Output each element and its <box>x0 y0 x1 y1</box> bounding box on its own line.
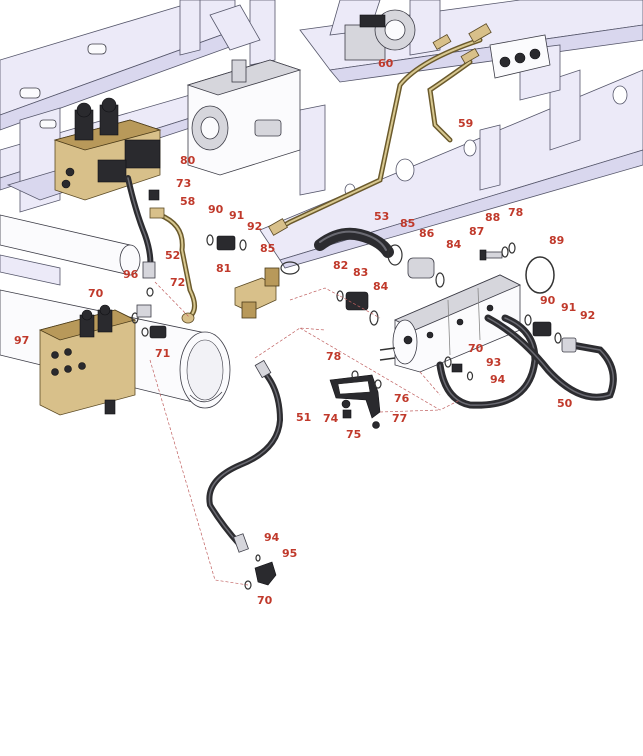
brass-tube-52 <box>149 207 197 324</box>
fittings-70-93-94 <box>444 356 474 381</box>
callout-84: 84 <box>446 238 462 251</box>
callout-75: 75 <box>346 428 361 441</box>
callout-70: 70 <box>88 287 104 300</box>
drive-motor-assembly <box>186 9 416 176</box>
callout-83: 83 <box>353 266 368 279</box>
callout-58: 58 <box>180 195 195 208</box>
callout-81: 81 <box>216 262 231 275</box>
callout-91: 91 <box>229 209 244 222</box>
callout-60: 60 <box>378 57 394 70</box>
callout-94: 94 <box>264 531 280 544</box>
hose-80-to-96 <box>125 175 156 279</box>
callout-90: 90 <box>208 203 224 216</box>
fitting-86 <box>407 257 445 288</box>
fittings-90-91-92-upper <box>206 234 247 251</box>
callouts: 60 59 80 73 58 90 91 92 53 85 86 84 87 8… <box>14 57 595 607</box>
callout-84: 84 <box>373 280 389 293</box>
callout-91: 91 <box>561 301 576 314</box>
callout-87: 87 <box>469 225 484 238</box>
callout-70: 70 <box>257 594 273 607</box>
callout-88: 88 <box>485 211 500 224</box>
fittings-96-72-70-71 <box>131 287 167 339</box>
valve-manifold-right <box>489 34 551 79</box>
callout-77: 77 <box>392 412 407 425</box>
callout-72: 72 <box>170 276 185 289</box>
callout-86: 86 <box>419 227 435 240</box>
callout-51: 51 <box>296 411 311 424</box>
callout-76: 76 <box>394 392 410 405</box>
callout-90: 90 <box>540 294 556 307</box>
valve-block-80 <box>53 97 162 201</box>
callout-78: 78 <box>508 206 523 219</box>
callout-82: 82 <box>333 259 348 272</box>
hose-clamp-85 <box>280 244 403 275</box>
callout-95: 95 <box>282 547 297 560</box>
callout-93: 93 <box>486 356 501 369</box>
brass-tube-60 <box>268 23 492 236</box>
fitting-73 <box>148 189 160 201</box>
callout-78: 78 <box>326 350 341 363</box>
elbow-fitting-81 <box>234 267 280 319</box>
callout-59: 59 <box>458 117 473 130</box>
hose-53 <box>314 227 394 258</box>
hoses-50 <box>436 314 617 409</box>
leader-lines <box>149 281 461 586</box>
callout-50: 50 <box>557 397 573 410</box>
callout-53: 53 <box>374 210 389 223</box>
callout-52: 52 <box>165 249 180 262</box>
brass-tube-59 <box>427 47 480 143</box>
bolt-87-washers <box>479 242 516 261</box>
callout-70: 70 <box>468 342 484 355</box>
callout-94: 94 <box>490 373 506 386</box>
valve-block-97 <box>38 304 137 416</box>
callout-80: 80 <box>180 154 196 167</box>
callout-92: 92 <box>247 220 262 233</box>
oring-89 <box>525 256 555 294</box>
fittings-90-91-92-lower <box>524 314 577 353</box>
bracket-76 <box>329 370 382 429</box>
callout-97: 97 <box>14 334 29 347</box>
fittings-82-83-84 <box>336 290 379 326</box>
callout-96: 96 <box>123 268 139 281</box>
hose-51 <box>206 359 284 553</box>
callout-71: 71 <box>155 347 170 360</box>
tandem-gear-pump <box>379 274 521 373</box>
callout-73: 73 <box>176 177 191 190</box>
callout-92: 92 <box>580 309 595 322</box>
callout-89: 89 <box>549 234 564 247</box>
callout-74: 74 <box>323 412 339 425</box>
callout-85: 85 <box>400 217 415 230</box>
callout-85: 85 <box>260 242 275 255</box>
fittings-94-95-70-lower <box>244 554 277 590</box>
